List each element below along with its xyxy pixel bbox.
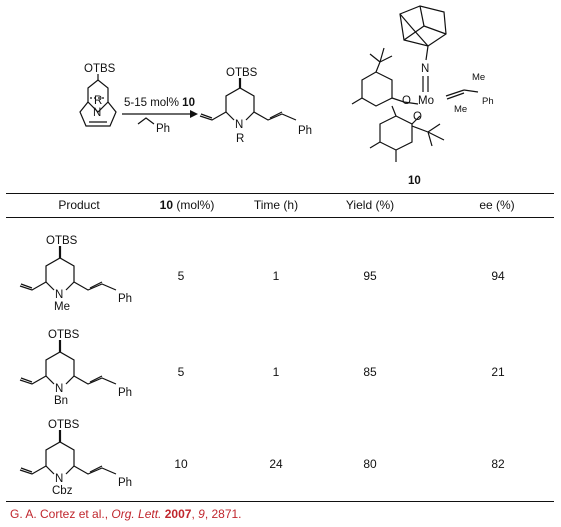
product-structure-bn: OTBS N Bn Ph bbox=[19, 329, 132, 407]
table-bottom-rule bbox=[6, 501, 554, 502]
reactant-structure bbox=[79, 74, 117, 127]
product-n-label: N bbox=[235, 119, 243, 131]
ee-cell: 21 bbox=[491, 365, 505, 379]
table-row: OTBS N Bn Ph 5 1 85 21 bbox=[6, 328, 554, 416]
table-top-rule bbox=[6, 193, 554, 194]
svg-text:N: N bbox=[55, 383, 63, 395]
svg-text:Ph: Ph bbox=[118, 387, 132, 399]
yield-cell: 95 bbox=[363, 269, 377, 283]
catalyst-structure bbox=[351, 5, 479, 162]
product-ph-label: Ph bbox=[298, 125, 312, 137]
svg-text:Ph: Ph bbox=[118, 293, 132, 305]
header-yield: Yield (%) bbox=[345, 198, 395, 212]
time-cell: 1 bbox=[272, 365, 280, 379]
svg-text:Cbz: Cbz bbox=[52, 485, 73, 497]
reactant-r-label: R bbox=[94, 95, 102, 107]
svg-text:Bn: Bn bbox=[54, 395, 68, 407]
product-r-label: R bbox=[236, 133, 244, 145]
svg-text:N: N bbox=[55, 289, 63, 301]
loading-cell: 5 bbox=[177, 365, 185, 379]
loading-cell: 10 bbox=[174, 457, 188, 471]
product-structure-me: OTBS N Me Ph bbox=[19, 235, 132, 313]
reaction-arrow-head bbox=[190, 110, 198, 118]
citation: G. A. Cortez et al., Org. Lett. 2007, 9,… bbox=[10, 507, 242, 521]
catalyst-o1-label: O bbox=[402, 95, 411, 107]
ee-cell: 82 bbox=[491, 457, 505, 471]
yield-cell: 85 bbox=[363, 365, 377, 379]
table-row: OTBS N Me Ph 5 1 95 94 bbox=[6, 226, 554, 314]
catalyst-n-label: N bbox=[421, 63, 429, 75]
svg-text:Ph: Ph bbox=[118, 477, 132, 489]
reaction-scheme: OTBS R N 5-15 mol% 10 Ph OTBS N R Ph bbox=[79, 5, 494, 187]
header-ee: ee (%) bbox=[479, 198, 515, 212]
svg-text:Me: Me bbox=[54, 301, 70, 313]
catalyst-o2-label: O bbox=[413, 111, 422, 123]
reactant-n-label: N bbox=[93, 107, 101, 119]
svg-text:OTBS: OTBS bbox=[46, 235, 78, 247]
catalyst-mo-label: Mo bbox=[418, 95, 434, 107]
product-structure bbox=[199, 78, 297, 121]
table-row: OTBS N Cbz Ph 10 24 80 82 bbox=[6, 416, 554, 502]
header-time: Time (h) bbox=[253, 198, 299, 212]
catalyst-me2-label: Me bbox=[454, 104, 467, 115]
catalyst-me1-label: Me bbox=[472, 72, 485, 83]
styrene-reagent-icon bbox=[137, 117, 155, 125]
time-cell: 24 bbox=[269, 457, 283, 471]
loading-cell: 5 bbox=[177, 269, 185, 283]
catalyst-loading-label: 5-15 mol% 10 bbox=[124, 97, 195, 109]
header-loading: 10 (mol%) bbox=[159, 198, 215, 212]
catalyst-ph-label: Ph bbox=[482, 96, 494, 107]
catalyst-number-label: 10 bbox=[408, 175, 421, 187]
header-product: Product bbox=[58, 198, 100, 212]
product-otbs-label: OTBS bbox=[226, 67, 258, 79]
table-header-rule bbox=[6, 217, 554, 218]
svg-text:N: N bbox=[55, 473, 63, 485]
reagent-ph-label: Ph bbox=[156, 123, 170, 135]
product-structure-cbz: OTBS N Cbz Ph bbox=[19, 419, 132, 497]
ee-cell: 94 bbox=[491, 269, 505, 283]
svg-text:OTBS: OTBS bbox=[48, 329, 80, 341]
svg-text:OTBS: OTBS bbox=[48, 419, 80, 431]
time-cell: 1 bbox=[272, 269, 280, 283]
reactant-otbs-label: OTBS bbox=[84, 63, 116, 75]
yield-cell: 80 bbox=[363, 457, 377, 471]
